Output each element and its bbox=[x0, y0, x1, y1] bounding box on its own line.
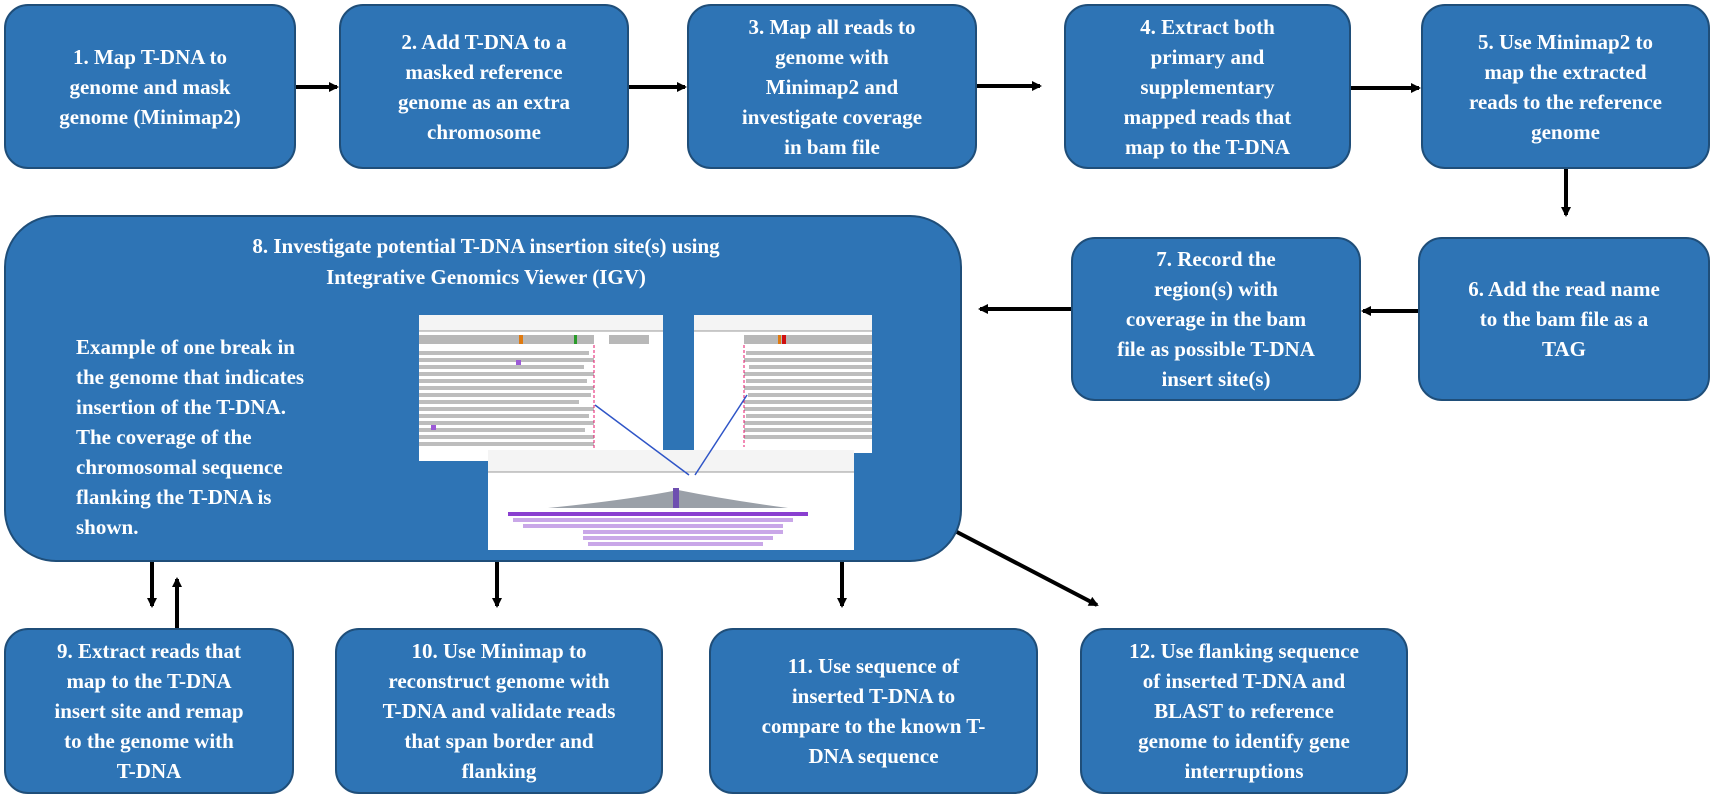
step-9-label: 9. Extract reads that map to the T-DNA i… bbox=[54, 639, 244, 783]
step-9-box: 9. Extract reads that map to the T-DNA i… bbox=[4, 628, 294, 794]
step-5-box: 5. Use Minimap2 to map the extracted rea… bbox=[1421, 4, 1710, 169]
igv-connector-lines bbox=[594, 394, 748, 476]
step-4-box: 4. Extract both primary and supplementar… bbox=[1064, 4, 1351, 169]
step-3-box: 3. Map all reads to genome with Minimap2… bbox=[687, 4, 977, 169]
step-6-label: 6. Add the read name to the bam file as … bbox=[1468, 277, 1660, 361]
step-12-box: 12. Use flanking sequence of inserted T-… bbox=[1080, 628, 1408, 794]
step-1-box: 1. Map T-DNA to genome and mask genome (… bbox=[4, 4, 296, 169]
step-8-example-text: Example of one break in the genome that … bbox=[76, 335, 305, 539]
step-6-box: 6. Add the read name to the bam file as … bbox=[1418, 237, 1710, 401]
igv-screenshot-top-left bbox=[419, 315, 663, 461]
step-8-box: 8. Investigate potential T-DNA insertion… bbox=[4, 215, 962, 562]
step-7-box: 7. Record the region(s) with coverage in… bbox=[1071, 237, 1361, 401]
step-3-label: 3. Map all reads to genome with Minimap2… bbox=[741, 14, 923, 159]
igv-screenshot-top-right bbox=[694, 315, 872, 453]
step-12-label: 12. Use flanking sequence of inserted T-… bbox=[1129, 639, 1359, 783]
step-11-label: 11. Use sequence of inserted T-DNA to co… bbox=[761, 654, 986, 768]
step-5-label: 5. Use Minimap2 to map the extracted rea… bbox=[1468, 29, 1662, 144]
step-7-label: 7. Record the region(s) with coverage in… bbox=[1117, 247, 1315, 391]
step-11-box: 11. Use sequence of inserted T-DNA to co… bbox=[709, 628, 1038, 794]
step-2-box: 2. Add T-DNA to a masked reference genom… bbox=[339, 4, 629, 169]
igv-screenshot-bottom bbox=[488, 450, 854, 550]
step-10-label: 10. Use Minimap to reconstruct genome wi… bbox=[382, 639, 616, 783]
step-10-box: 10. Use Minimap to reconstruct genome wi… bbox=[335, 628, 663, 794]
step-8-label: 8. Investigate potential T-DNA insertion… bbox=[252, 234, 720, 289]
arrow-8-to-12 bbox=[954, 529, 1099, 607]
step-1-label: 1. Map T-DNA to genome and mask genome (… bbox=[59, 44, 241, 129]
step-2-label: 2. Add T-DNA to a masked reference genom… bbox=[397, 29, 571, 144]
step-4-label: 4. Extract both primary and supplementar… bbox=[1123, 14, 1292, 159]
